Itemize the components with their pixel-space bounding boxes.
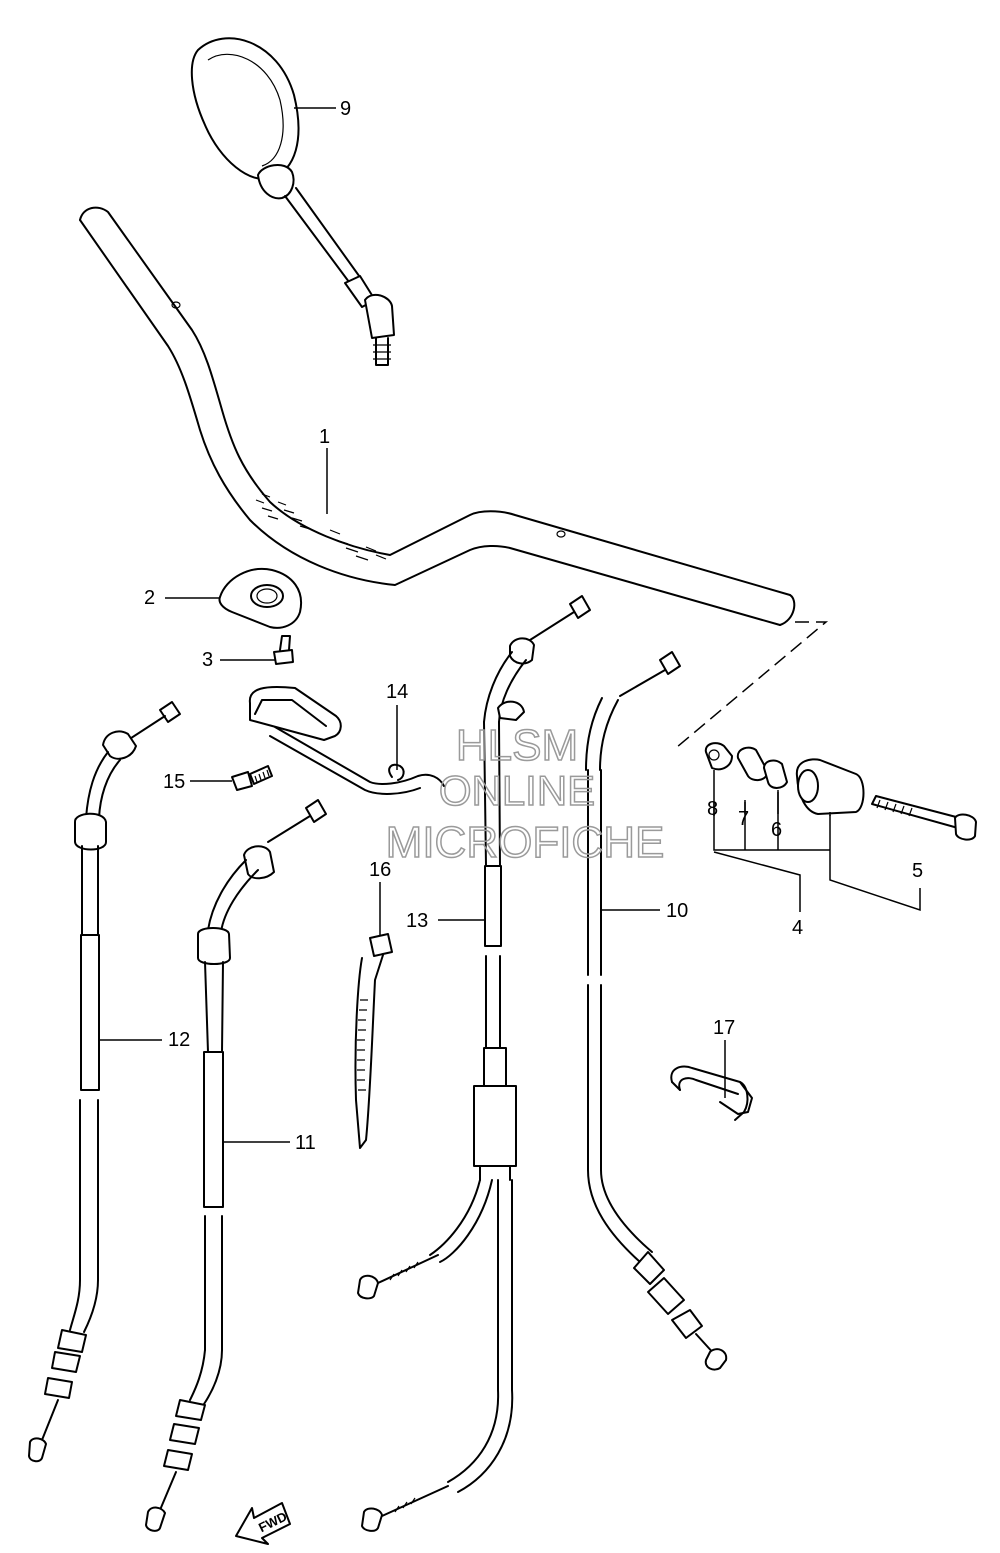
callout-6: 6	[771, 819, 782, 841]
mirror	[190, 37, 395, 366]
bolt-15	[231, 765, 273, 791]
callout-7: 7	[738, 808, 749, 830]
callout-16: 16	[369, 859, 391, 881]
callout-14: 14	[386, 681, 408, 703]
callout-2: 2	[144, 587, 155, 609]
callout-8: 8	[707, 798, 718, 820]
callout-1: 1	[319, 426, 330, 448]
callout-9: 9	[340, 98, 351, 120]
handlebar	[79, 206, 796, 626]
clamp	[670, 1065, 753, 1121]
bar-end-group	[676, 621, 977, 912]
callout-15: 15	[163, 771, 185, 793]
callout-3: 3	[202, 649, 213, 671]
callout-5: 5	[912, 860, 923, 882]
fwd-arrow-icon: FWD	[235, 1502, 291, 1545]
callout-12: 12	[168, 1029, 190, 1051]
cable-tie	[354, 933, 393, 1149]
cable-12	[28, 701, 181, 1463]
watermark-line-3: MICROFICHE	[386, 818, 665, 867]
callout-17: 17	[713, 1017, 735, 1039]
watermark-line-2: ONLINE	[439, 767, 595, 814]
callout-11: 11	[295, 1132, 316, 1154]
watermark-line-1: HLSM	[456, 721, 578, 770]
callout-4: 4	[792, 917, 803, 939]
leader-lines	[98, 107, 831, 1143]
watermark: HLSM ONLINE MICROFICHE	[385, 720, 665, 868]
callout-labels: 1 2 3 4 5 6 7 8 9 10 11 12 13 14 15 16 1…	[144, 98, 923, 1154]
callout-13: 13	[406, 910, 428, 932]
wire-guide	[248, 685, 445, 795]
cable-13	[357, 595, 591, 1532]
callout-10: 10	[666, 900, 688, 922]
cable-11	[145, 799, 327, 1532]
holder-boot	[218, 567, 303, 629]
screw	[273, 635, 294, 665]
cable-10	[585, 651, 728, 1371]
